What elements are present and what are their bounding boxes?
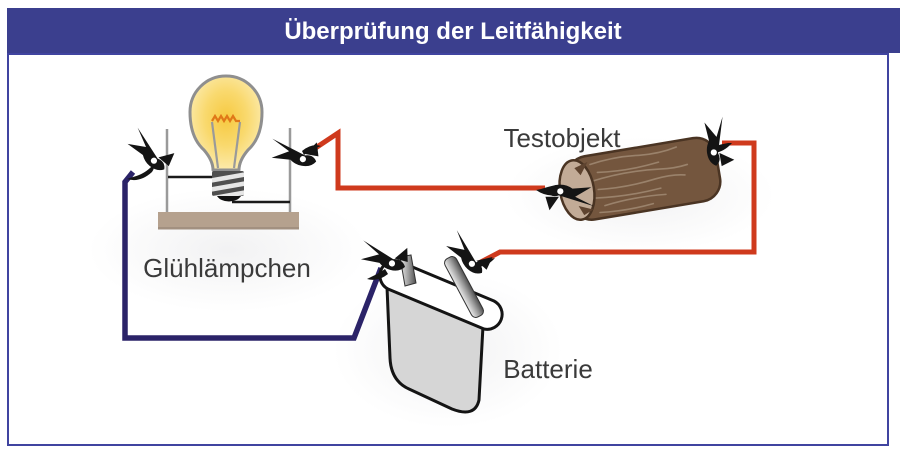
alligator-clip-bulb-right: [268, 134, 321, 169]
battery-terminal-right: [444, 256, 484, 318]
bulb-base: [212, 171, 244, 196]
lamp-platform-edge: [158, 227, 299, 230]
page-title: Überprüfung der Leitfähigkeit: [284, 18, 621, 45]
clip-tail: [367, 269, 388, 280]
test-object-log: Testobjekt: [503, 123, 722, 221]
bulb-contact-tip: [217, 196, 241, 202]
test-object-label: Testobjekt: [503, 123, 621, 153]
log-bark-notch-bottom: [578, 205, 594, 216]
title-bar: [7, 8, 900, 53]
bulb-label: Glühlämpchen: [143, 253, 311, 283]
alligator-clip-battery-right: [442, 227, 496, 279]
lamp-platform: [158, 212, 299, 229]
lamp-shadow: [88, 188, 368, 312]
battery-label: Batterie: [503, 354, 593, 384]
bulb-glass: [188, 74, 264, 172]
alligator-clip-battery-left: [357, 236, 412, 280]
wire-positive-testobject-to-battery: [477, 140, 757, 266]
wire-negative-battery-to-bulb: [122, 170, 384, 341]
filament-support-right: [232, 121, 242, 169]
alligator-clip-bulb-left: [123, 124, 178, 181]
alligator-clip-testobject-left: [536, 184, 595, 211]
log-bark-notch-top: [574, 161, 588, 176]
lightbulb-assembly: Glühlämpchen: [143, 74, 311, 283]
wire-positive-bulb-to-testobject: [309, 128, 545, 191]
alligator-clip-testobject-right: [701, 115, 735, 169]
clip-tail: [127, 165, 154, 181]
canvas-border: [7, 53, 889, 446]
battery: Batterie: [378, 254, 593, 414]
filament-support-left: [210, 121, 220, 169]
log-grain: [589, 146, 689, 214]
bulb-filament: [211, 113, 240, 124]
